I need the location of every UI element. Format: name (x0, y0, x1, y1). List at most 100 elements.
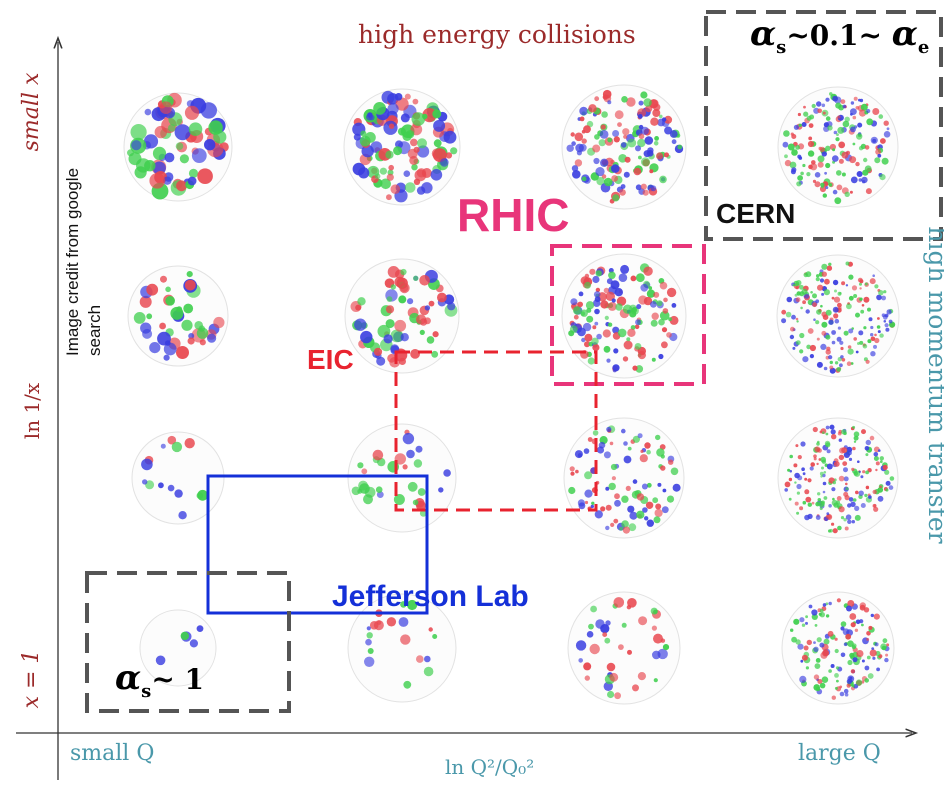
parton-dot (603, 287, 610, 294)
parton-dot (569, 466, 575, 472)
parton-dot (788, 497, 792, 501)
parton-dot (614, 493, 620, 500)
parton-dot (189, 639, 198, 648)
parton-dot (799, 617, 805, 623)
parton-disc (344, 258, 460, 374)
parton-dot (176, 180, 187, 192)
parton-dot (816, 309, 822, 315)
parton-dot (819, 146, 825, 153)
parton-dot (848, 328, 854, 334)
parton-dot (851, 467, 855, 471)
parton-dot (179, 154, 189, 164)
rhic-label: RHIC (457, 189, 570, 241)
parton-dot (367, 648, 374, 654)
parton-dot (184, 105, 200, 120)
parton-dot (874, 642, 879, 647)
parton-dot (860, 143, 867, 150)
parton-dot (585, 301, 595, 310)
parton-dot (621, 622, 627, 628)
parton-dot (795, 145, 800, 150)
parton-dot (869, 435, 875, 441)
parton-dot (357, 462, 364, 469)
parton-dot (145, 480, 155, 490)
parton-dot (385, 319, 395, 329)
parton-dot (186, 271, 193, 278)
parton-dot (875, 149, 881, 155)
parton-dot (393, 146, 403, 156)
parton-dot (858, 330, 864, 336)
parton-dot (213, 316, 225, 329)
parton-dot (571, 165, 579, 172)
parton-dot (859, 340, 864, 345)
parton-dot (881, 157, 889, 165)
parton-dot (364, 656, 375, 667)
parton-dot (804, 293, 810, 299)
parton-dot (803, 272, 809, 278)
parton-dot (661, 506, 669, 514)
parton-dot (355, 304, 362, 311)
parton-dot (803, 645, 809, 651)
parton-dot (586, 315, 594, 323)
parton-dot (653, 141, 659, 146)
parton-dot (805, 615, 808, 619)
parton-dot (805, 666, 810, 670)
parton-dot (174, 489, 183, 498)
parton-dot (598, 441, 606, 449)
parton-dot (640, 449, 644, 453)
parton-dot (859, 98, 864, 103)
parton-dot (131, 140, 142, 151)
parton-dot (808, 136, 813, 141)
parton-dot (854, 628, 859, 632)
cern-label: CERN (716, 198, 796, 229)
parton-dot (800, 659, 804, 663)
parton-dot (566, 144, 574, 152)
parton-dot (836, 496, 842, 501)
parton-disc-outline (567, 591, 681, 705)
parton-dot (855, 490, 859, 495)
parton-dot (640, 157, 651, 167)
parton-dot (842, 120, 850, 128)
parton-dot (817, 498, 822, 502)
parton-dot (651, 357, 656, 362)
parton-dot (618, 644, 624, 650)
parton-dot (813, 641, 816, 644)
parton-dot (142, 479, 148, 485)
parton-dot (817, 161, 824, 168)
parton-dot (796, 483, 802, 490)
parton-dot (833, 461, 840, 467)
parton-dot (159, 322, 167, 330)
parton-dot (883, 320, 887, 323)
parton-dot (573, 314, 579, 320)
parton-dot (815, 320, 820, 325)
parton-dot (821, 321, 828, 328)
parton-dot (851, 285, 858, 291)
parton-dot (639, 454, 648, 463)
parton-dot (802, 472, 806, 476)
parton-dot (610, 522, 615, 528)
parton-dot (843, 330, 849, 336)
parton-dot (825, 116, 831, 121)
parton-dot (573, 306, 582, 315)
parton-dot (637, 433, 643, 439)
parton-dot (841, 281, 846, 286)
parton-dot (845, 487, 849, 491)
parton-dot (865, 470, 869, 475)
parton-dot (859, 282, 862, 286)
parton-dot (832, 306, 839, 313)
parton-dot (785, 311, 792, 318)
parton-dot (876, 294, 882, 301)
parton-dot (817, 448, 822, 453)
parton-disc (347, 593, 457, 703)
parton-dot (881, 645, 887, 651)
parton-dot (812, 302, 817, 308)
parton-dot (379, 167, 387, 175)
parton-dot (837, 115, 841, 119)
parton-dot (822, 431, 825, 435)
parton-dot (584, 500, 589, 505)
parton-dot (864, 446, 870, 451)
parton-dot (633, 167, 642, 176)
parton-dot (600, 300, 609, 309)
parton-dot (836, 133, 839, 137)
parton-dot (884, 657, 889, 663)
parton-dot (595, 270, 602, 277)
